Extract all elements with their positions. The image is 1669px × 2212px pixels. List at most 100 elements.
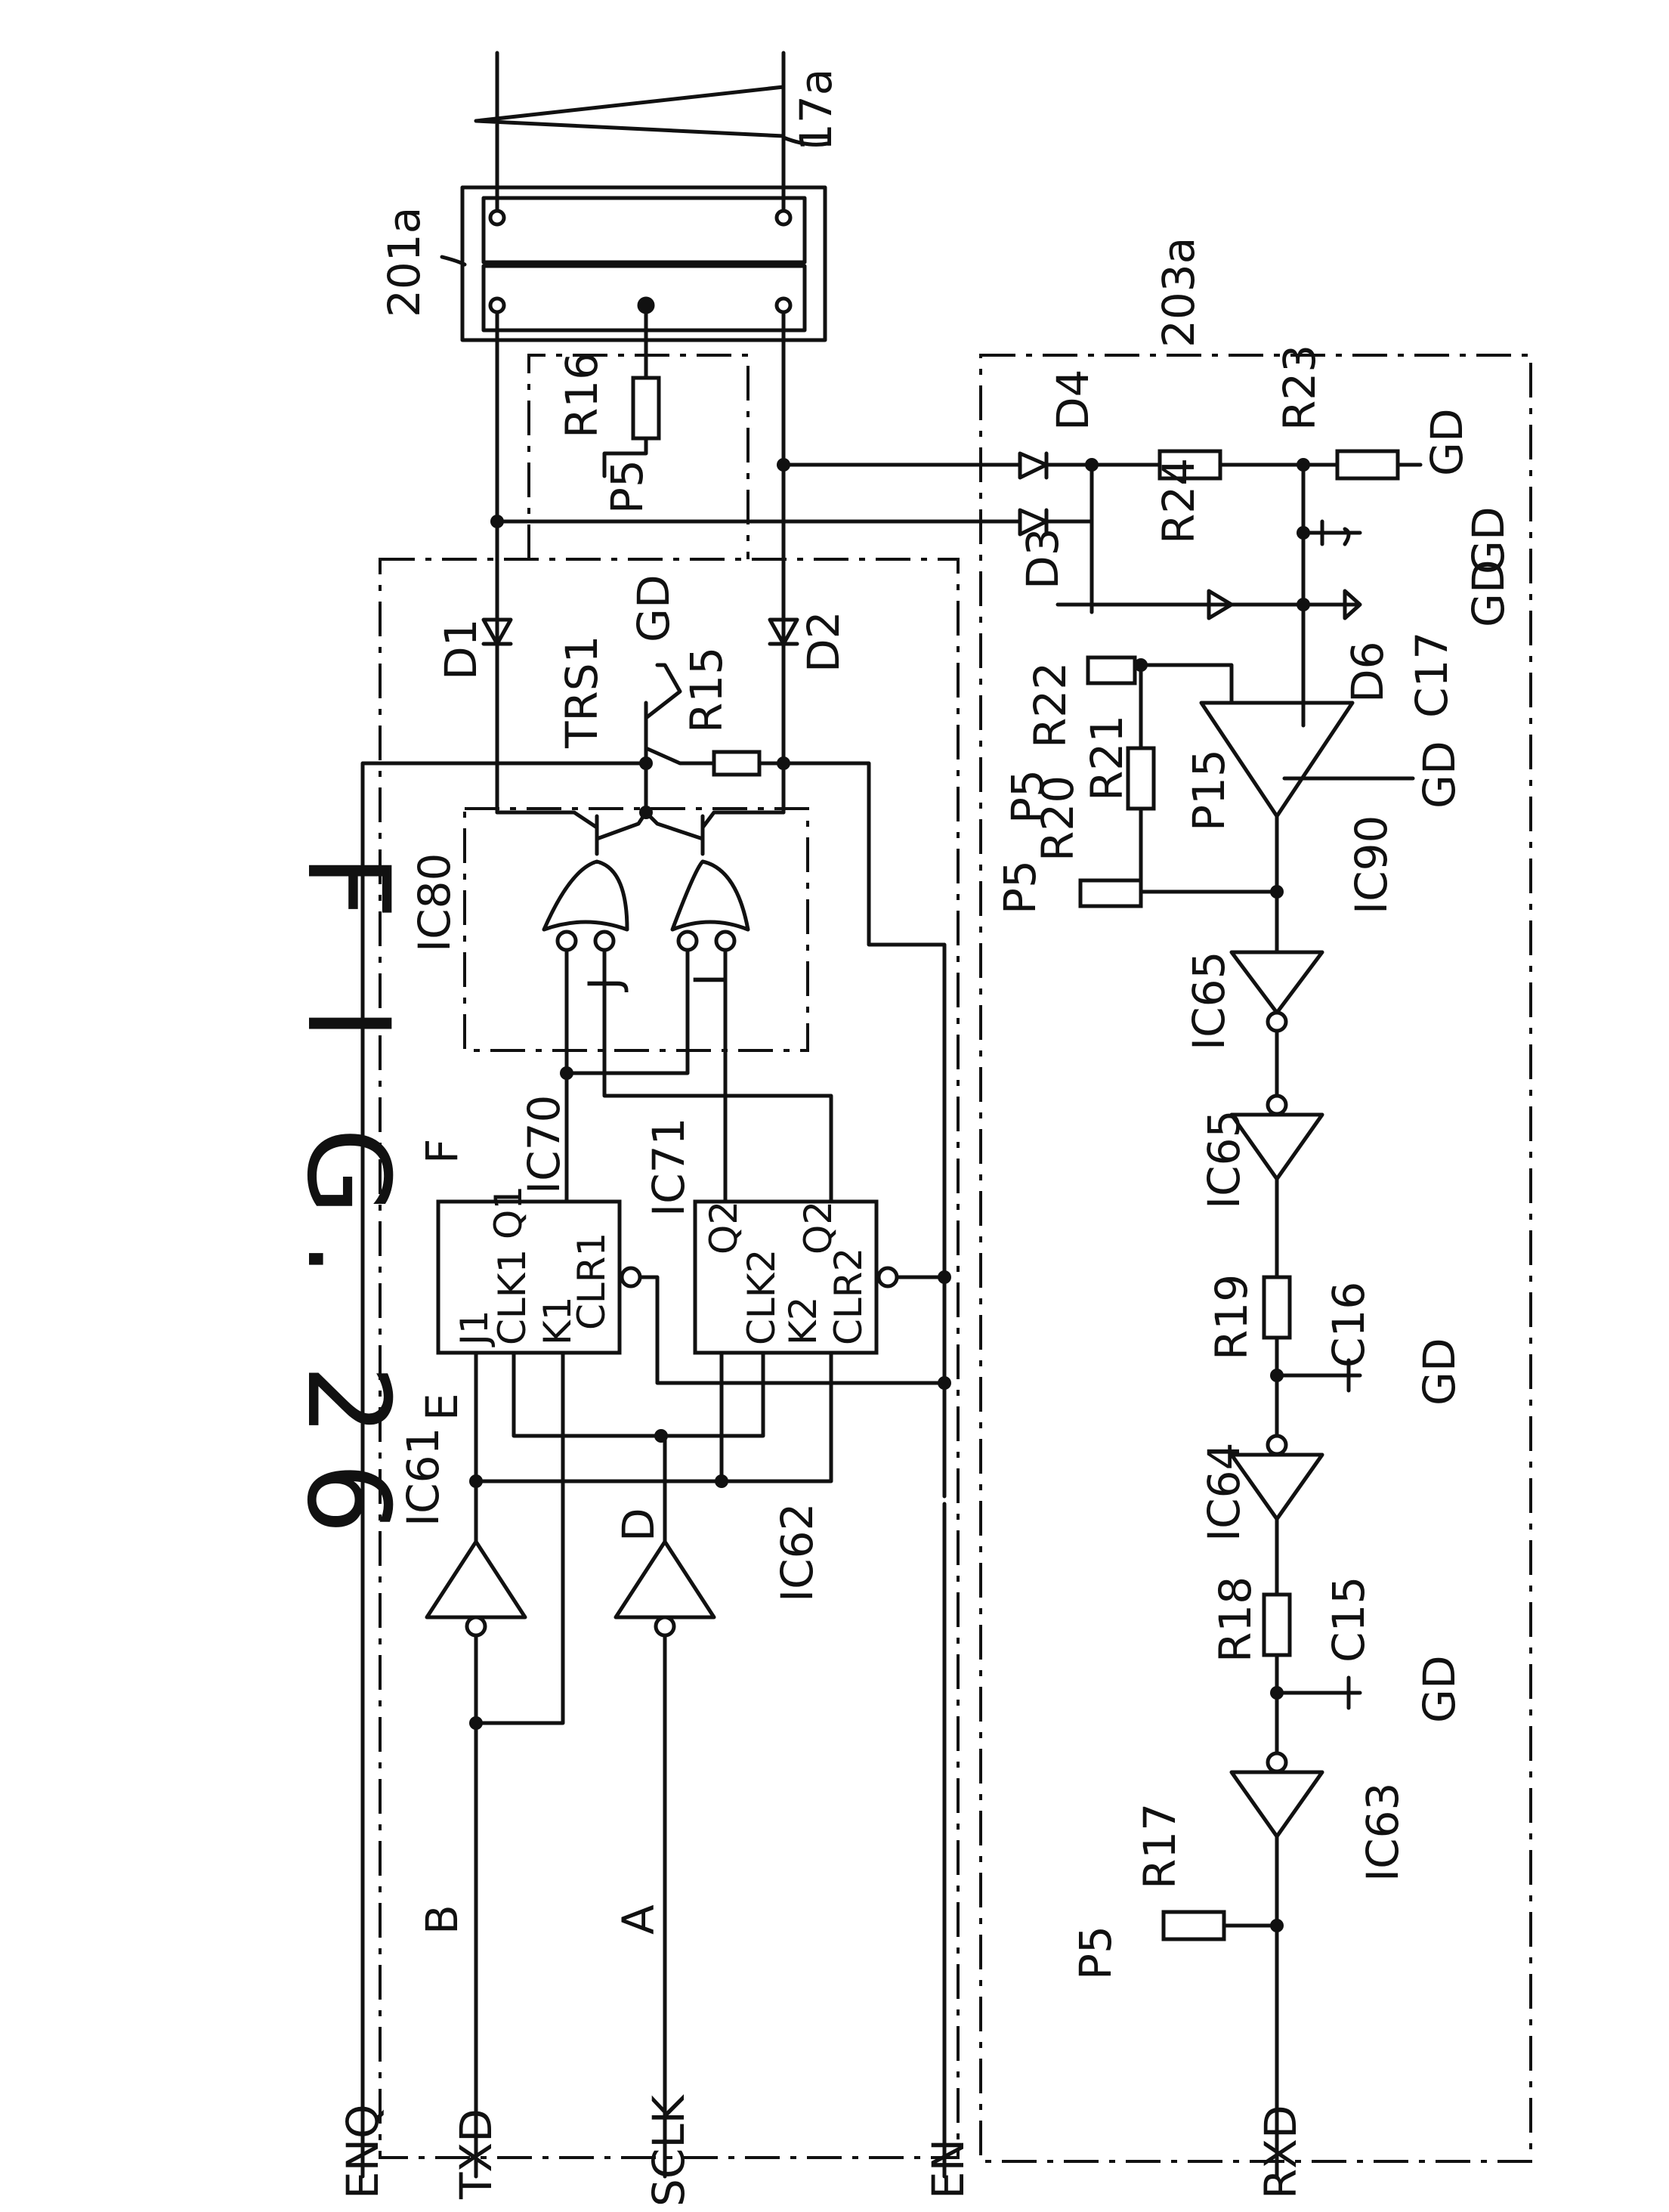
- clk-line: [514, 1353, 763, 1436]
- inverter-IC65-a: [1232, 952, 1322, 1013]
- pin: [490, 211, 504, 224]
- nor-gate-I: [672, 862, 748, 930]
- label-P15: P15: [1183, 749, 1235, 831]
- label-GD: GD: [628, 574, 679, 642]
- label-EN: EN: [923, 2139, 974, 2199]
- resistor-R23: [1337, 451, 1398, 478]
- label-D6: D6: [1342, 641, 1393, 703]
- label-R17: R17: [1134, 1803, 1185, 1889]
- label-R22: R22: [1025, 662, 1076, 748]
- label-CLK1: CLK1: [490, 1249, 534, 1345]
- resistor-R18: [1264, 1595, 1290, 1655]
- ff2-qbar-to-nor: [604, 950, 831, 1202]
- label-ENQ: ENQ: [337, 2104, 388, 2199]
- inverter-IC63: [1232, 1772, 1322, 1836]
- resistor-R19: [1264, 1277, 1290, 1338]
- label-SCLK: SCLK: [643, 2093, 694, 2207]
- ic80-boundary: [465, 809, 808, 1050]
- label-J: J: [579, 977, 630, 992]
- label-IC65-a: IC65: [1183, 951, 1235, 1050]
- pin: [490, 299, 504, 312]
- label-203a: 203a: [1153, 237, 1204, 348]
- resistor-R17: [1164, 1912, 1224, 1939]
- label-GD-c16: GD: [1414, 1338, 1465, 1406]
- resistor-R22: [1088, 657, 1135, 683]
- pin: [777, 211, 790, 224]
- ic80-transistor-left: [497, 797, 646, 854]
- rotated-labels: F I G. 26: [282, 854, 413, 1560]
- label-P5-r20: P5: [994, 860, 1046, 914]
- label-R15: R15: [681, 647, 732, 733]
- input-lines: [476, 1436, 665, 2176]
- diode-left-to-node: [1058, 591, 1232, 618]
- label-IC71: IC71: [643, 1118, 694, 1217]
- label-IC70: IC70: [518, 1095, 570, 1194]
- label-P5-r17: P5: [1070, 1926, 1121, 1980]
- buffer-IC62: [616, 1542, 714, 1617]
- label-Q1: Q1: [487, 1186, 530, 1239]
- diode-D4: [1020, 453, 1046, 478]
- label-GD-r23: GD: [1421, 408, 1473, 476]
- label-IC80: IC80: [409, 853, 460, 952]
- label-CLR2: CLR2: [827, 1248, 870, 1345]
- label-R24: R24: [1153, 458, 1204, 544]
- capacitor-C17: [1303, 521, 1360, 544]
- label-Q2bar: Q2: [796, 1201, 840, 1254]
- label-D2: D2: [798, 611, 849, 673]
- label-C15: C15: [1323, 1576, 1374, 1663]
- label-D3: D3: [1017, 527, 1068, 589]
- label-TXD: TXD: [450, 2108, 502, 2200]
- label-CLK2: CLK2: [740, 1249, 784, 1345]
- label-17a: 17a: [790, 69, 842, 151]
- label-C16: C16: [1323, 1282, 1374, 1368]
- label-P5: P5: [601, 459, 653, 514]
- label-R23: R23: [1274, 345, 1325, 431]
- label-D1: D1: [435, 618, 487, 680]
- ic80-transistor-right: [646, 812, 784, 854]
- label-B: B: [416, 1904, 468, 1935]
- resistor-R20: [1080, 880, 1141, 906]
- label-IC63: IC63: [1357, 1783, 1408, 1882]
- label-R18: R18: [1210, 1576, 1261, 1663]
- label-R21: R21: [1081, 715, 1133, 801]
- j1-line: [476, 1353, 831, 1481]
- label-A: A: [613, 1904, 664, 1935]
- label-RXD: RXD: [1255, 2105, 1306, 2199]
- label-CLR1: CLR1: [570, 1233, 614, 1330]
- resistor-R16: [633, 378, 659, 438]
- label-201a: 201a: [379, 207, 430, 317]
- label-D: D: [613, 1508, 664, 1542]
- capacitor-C15: [1277, 1678, 1360, 1708]
- label-Q2: Q2: [702, 1201, 746, 1254]
- label-GD-ic90: GD: [1414, 741, 1465, 809]
- diode-D6: [1232, 591, 1360, 618]
- label-IC65-b: IC65: [1198, 1110, 1250, 1209]
- label-GD-c15: GD: [1414, 1655, 1465, 1723]
- comparator-plus-input: [1141, 665, 1232, 703]
- label-F: F: [416, 1139, 468, 1164]
- pin: [777, 299, 790, 312]
- label-C17: C17: [1406, 632, 1457, 718]
- label-I: I: [685, 973, 736, 986]
- figure-title: F I G. 26: [282, 854, 413, 1560]
- c17-curve: [1345, 529, 1349, 544]
- wires-to-d3-d4: [497, 465, 1020, 521]
- connector-upper-row: [484, 198, 805, 262]
- k1-line: [476, 1353, 563, 1723]
- label-IC64: IC64: [1198, 1443, 1250, 1542]
- label-R16: R16: [556, 352, 607, 438]
- label-R19: R19: [1206, 1274, 1257, 1360]
- resistor-R15: [714, 752, 759, 775]
- label-IC90: IC90: [1346, 815, 1397, 914]
- label-IC62: IC62: [771, 1503, 823, 1602]
- label-K2: K2: [781, 1296, 825, 1345]
- label-D4: D4: [1047, 369, 1099, 431]
- nor-gate-J: [544, 862, 627, 930]
- buffer-IC61: [427, 1542, 525, 1617]
- label-P5-r22: P5: [1002, 769, 1053, 824]
- label-GD-d6: GD: [1463, 559, 1514, 627]
- label-IC61: IC61: [397, 1428, 449, 1527]
- block-203a-boundary: [981, 355, 1531, 2161]
